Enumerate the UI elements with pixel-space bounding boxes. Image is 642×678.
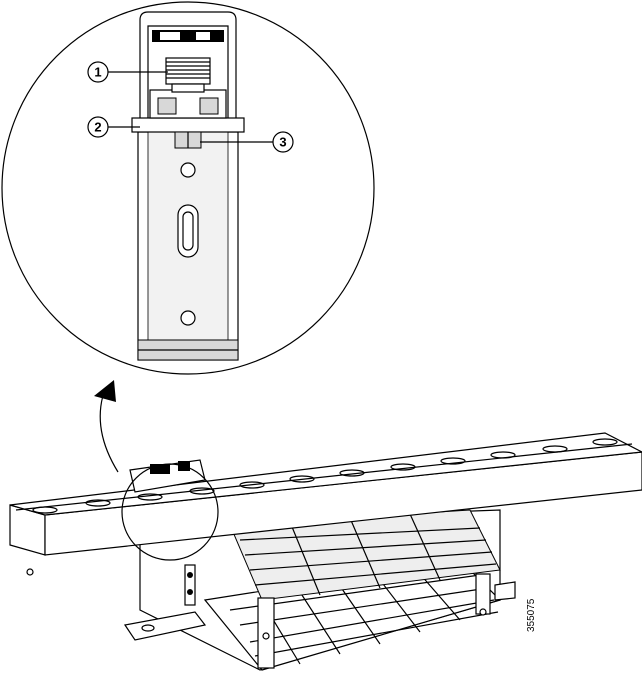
callout-2 xyxy=(87,116,109,138)
strut-rail xyxy=(9,432,642,576)
mounting-hole xyxy=(180,162,196,178)
callout-1 xyxy=(87,61,109,83)
callout-3 xyxy=(272,131,294,153)
figure-id: 355075 xyxy=(526,598,537,632)
detail-indicator-circle xyxy=(121,463,219,561)
curved-arrow xyxy=(94,380,119,473)
callout-2-number: 2 xyxy=(94,120,101,135)
bracket-lip xyxy=(131,117,245,133)
bracket-slot xyxy=(177,204,199,258)
rail-slots xyxy=(32,438,618,514)
mounting-hole xyxy=(180,310,196,326)
callout-3-number: 3 xyxy=(279,135,286,150)
mounting-foot xyxy=(123,611,207,641)
callout-1-number: 1 xyxy=(94,65,101,80)
device-tray xyxy=(123,509,516,671)
spring-clamp xyxy=(139,11,237,119)
detail-view xyxy=(1,1,375,375)
